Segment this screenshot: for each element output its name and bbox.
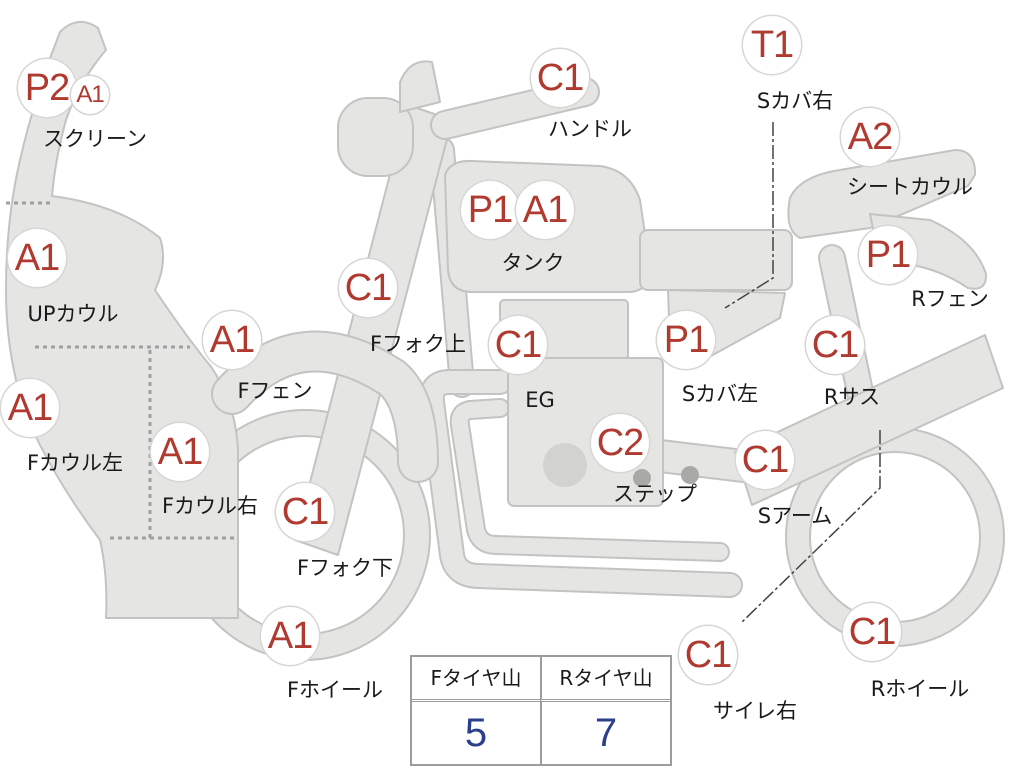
step-peg-right [681, 466, 699, 484]
upper-cowl-label: UPカウル [27, 302, 119, 326]
swingarm-label: Sアーム [757, 504, 833, 528]
tank-code-secondary: A1 [516, 181, 574, 239]
front-fender-label: Fフェン [237, 379, 313, 403]
mirror-shape [399, 60, 441, 113]
screen-label: スクリーン [43, 127, 147, 151]
front-wheel-code: A1 [261, 607, 319, 665]
tank-label: タンク [501, 251, 565, 275]
screen-code-secondary: A1 [71, 76, 109, 114]
engine-label: EG [525, 388, 555, 412]
silencer-bar-shape [734, 334, 1004, 506]
screen-code-primary: P2 [18, 59, 76, 117]
step-code: C2 [591, 414, 649, 472]
side-cover-right-label: Sカバ右 [756, 89, 834, 113]
front-cowl-left-label: Fカウル左 [26, 451, 124, 475]
handlebar-code: C1 [531, 49, 589, 107]
front-tire-tread-value: 5 [464, 711, 488, 755]
headlight-shape [337, 97, 414, 177]
rear-fender-code: P1 [859, 226, 917, 284]
side-cover-left-label: Sカバ左 [681, 382, 759, 406]
silencer-right-code: C1 [679, 626, 737, 684]
silencer-right-label: サイレ右 [713, 699, 797, 723]
tire-tread-header-row: Fタイヤ山 Rタイヤ山 [412, 657, 670, 702]
front-fender-shape [211, 330, 439, 483]
engine-cover-circle [543, 443, 587, 487]
fork-upper-code: C1 [339, 259, 397, 317]
step-peg-left [633, 469, 651, 487]
side-cover-right-leader [724, 122, 774, 309]
upper-cowl-code: A1 [8, 229, 66, 287]
fork-lower-label: Fフォク下 [296, 556, 394, 580]
engine-code: C1 [489, 316, 547, 374]
tire-tread-table: Fタイヤ山 Rタイヤ山 5 7 [410, 655, 672, 766]
fork-lower-code: C1 [276, 483, 334, 541]
rear-fender-label: Rフェン [911, 287, 989, 311]
silencer-right-leader [741, 430, 881, 623]
side-cover-left-code: P1 [657, 311, 715, 369]
swingarm-code: C1 [736, 431, 794, 489]
rear-wheel-label: Rホイール [870, 677, 970, 701]
front-cowl-right-label: Fカウル右 [161, 494, 259, 518]
rear-wheel-code: C1 [843, 603, 901, 661]
rear-tire-tread-value: 7 [540, 702, 670, 764]
fairing-divider-lines [6, 201, 236, 540]
front-cowl-left-code: A1 [1, 379, 59, 437]
seat-cowl-label: シートカウル [847, 175, 973, 199]
tire-tread-value-row: 5 7 [412, 702, 670, 764]
seat-shape [639, 229, 793, 291]
fork-upper-label: Fフォク上 [369, 332, 467, 356]
front-wheel-label: Fホイール [286, 678, 384, 702]
rear-suspension-label: Rサス [823, 385, 881, 409]
leader-lines [724, 122, 881, 623]
front-tire-tread-header: Fタイヤ山 [412, 657, 540, 702]
seat-cowl-code: A2 [841, 108, 899, 166]
rear-tire-tread-header: Rタイヤ山 [540, 657, 670, 702]
rear-suspension-code: C1 [806, 316, 864, 374]
handlebar-label: ハンドル [548, 117, 632, 141]
tank-code-primary: P1 [461, 181, 519, 239]
front-cowl-right-code: A1 [151, 423, 209, 481]
step-label: ステップ [613, 482, 697, 506]
side-cover-right-code: T1 [743, 16, 801, 74]
seat-cowl-shape [787, 149, 977, 239]
front-fender-code: A1 [203, 311, 261, 369]
